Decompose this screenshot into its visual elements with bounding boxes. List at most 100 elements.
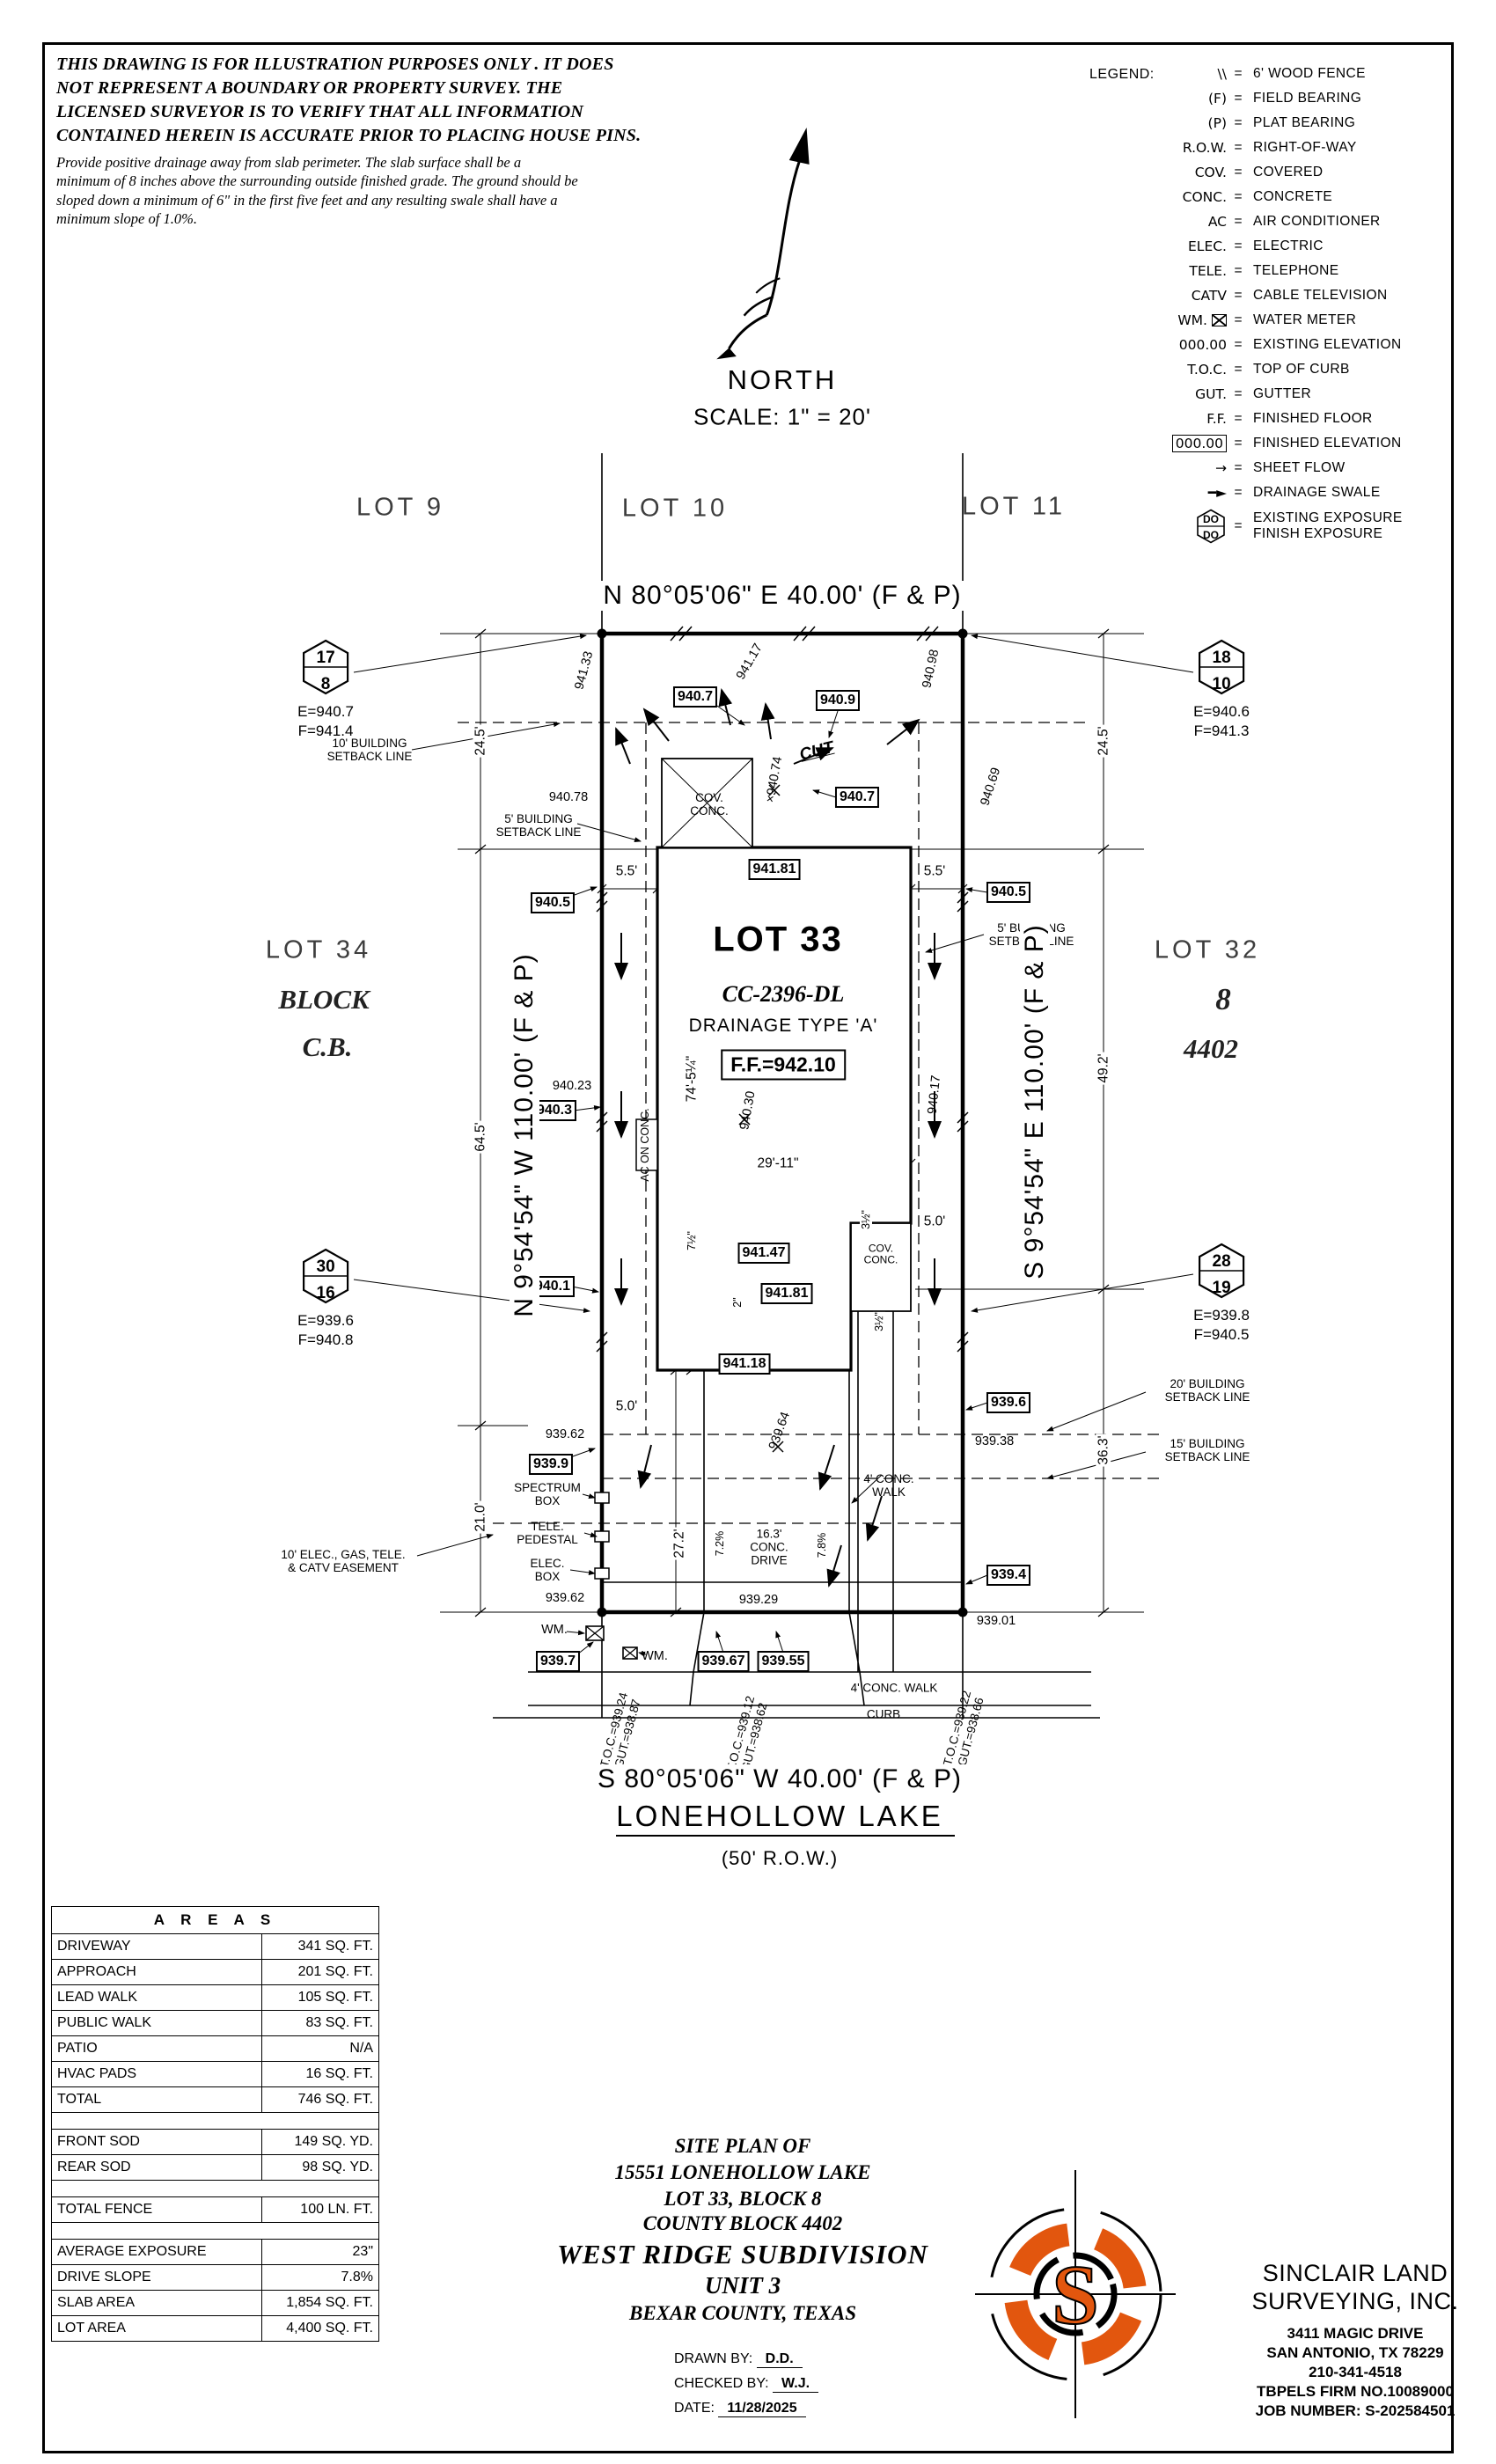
- legend-exposure-desc: EXISTING EXPOSURE FINISH EXPOSURE: [1253, 510, 1403, 541]
- exposure-hexagon-icon: DO DO: [1197, 509, 1225, 544]
- logo-inner-ring: [1033, 2252, 1118, 2336]
- svg-text:17: 17: [316, 649, 334, 667]
- tele-pedestal-symbol: [594, 1530, 610, 1543]
- existing-elevation: E=940.7: [297, 703, 354, 720]
- elec-box-symbol: [594, 1567, 610, 1580]
- legend-item: AC=AIR CONDITIONER: [1207, 214, 1381, 230]
- title-address: 15551 LONEHOLLOW LAKE: [614, 2161, 871, 2183]
- property-boundary: [599, 631, 965, 1615]
- legend-item: R.O.W.=RIGHT-OF-WAY: [1182, 140, 1357, 156]
- surveyor-firm-number: TBPELS FIRM NO.10089000: [1257, 2383, 1454, 2400]
- areas-table-header: A R E A S: [51, 1906, 379, 1934]
- water-meter-x: [585, 1625, 605, 1641]
- legend-item: (F)=FIELD BEARING: [1207, 91, 1362, 106]
- corner-pin: [597, 1607, 607, 1617]
- drawn-by-value: D.D.: [756, 2351, 803, 2368]
- bearing-west: N 9°54'54" W 110.00' (F & P): [510, 946, 539, 1324]
- svg-text:30: 30: [316, 1258, 334, 1276]
- extension-lines: [440, 633, 1144, 1613]
- svg-text:DO: DO: [1203, 513, 1219, 525]
- svg-text:18: 18: [1212, 649, 1230, 667]
- areas-row: [51, 2222, 379, 2240]
- north-arrow-icon: [716, 127, 810, 360]
- legend-item: \\=6' WOOD FENCE: [1217, 66, 1366, 82]
- lot-11-label: LOT 11: [961, 492, 1067, 521]
- legend-item: →=SHEET FLOW: [1215, 460, 1346, 476]
- disclaimer-paragraph-2: Provide positive drainage away from slab…: [56, 154, 578, 228]
- drawn-by-row: DRAWN BY: D.D.: [674, 2351, 803, 2368]
- scale-label: SCALE: 1" = 20': [693, 403, 871, 430]
- date-value: 11/28/2025: [718, 2401, 806, 2417]
- logo-outer-ring: [988, 2207, 1162, 2381]
- corner-pin: [597, 628, 607, 639]
- wood-fence-ticks: [596, 626, 969, 1353]
- svg-text:16: 16: [316, 1284, 334, 1302]
- svg-text:8: 8: [321, 675, 331, 693]
- svg-text:10: 10: [1212, 675, 1230, 693]
- checked-by-row: CHECKED BY: W.J.: [674, 2376, 819, 2393]
- legend-item: 000.00=EXISTING ELEVATION: [1178, 337, 1402, 353]
- rear-porch-hatch: [661, 758, 753, 848]
- lot-33-drainage-type: DRAINAGE TYPE 'A': [688, 1016, 878, 1036]
- title-county-block: COUNTY BLOCK 4402: [642, 2212, 843, 2234]
- svg-text:28: 28: [1212, 1252, 1230, 1271]
- surveyor-address-1: 3411 MAGIC DRIVE: [1287, 2325, 1424, 2342]
- legend: \\=6' WOOD FENCE (F)=FIELD BEARING (P)=PLA…: [1105, 62, 1403, 544]
- legend-item: WM.=WATER METER: [1177, 312, 1357, 328]
- legend-item: (P)=PLAT BEARING: [1207, 115, 1356, 131]
- title-unit: UNIT 3: [704, 2272, 781, 2299]
- street-name: LONEHOLLOW LAKE: [616, 1800, 943, 1832]
- title-subdivision: WEST RIDGE SUBDIVISION: [557, 2239, 928, 2270]
- street-row: (50' R.O.W.): [721, 1847, 839, 1869]
- existing-elevation: E=940.6: [1193, 703, 1250, 720]
- adjacent-lot-right-label: LOT 32: [1154, 935, 1261, 964]
- disclaimer-paragraph-1: THIS DRAWING IS FOR ILLUSTRATION PURPOSE…: [56, 55, 642, 145]
- bearing-south: S 80°05'06" W 40.00' (F & P): [590, 1764, 969, 1794]
- front-covered-concrete: [850, 1222, 912, 1312]
- checked-by-value: W.J.: [773, 2376, 819, 2393]
- svg-text:DO: DO: [1203, 529, 1219, 541]
- areas-row: [51, 2112, 379, 2130]
- walks-drive-curb: [493, 1311, 1100, 1719]
- finished-floor-elevation: F.F.=942.10: [721, 1049, 846, 1081]
- finish-elevation: F=941.3: [1193, 722, 1250, 740]
- finish-elevation: F=940.8: [297, 1331, 354, 1349]
- north-label: NORTH: [727, 364, 838, 395]
- existing-elevation: E=939.8: [1193, 1307, 1250, 1324]
- surveyor-logo: S: [975, 2170, 1176, 2418]
- surveyor-job-number: JOB NUMBER: S-202584501: [1255, 2402, 1456, 2419]
- surveyor-name-line-1: SINCLAIR LAND: [1262, 2260, 1448, 2286]
- spot-elevation-marks: [738, 784, 784, 1453]
- sheet-border: [42, 42, 1454, 2453]
- legend-item: F.F.=FINISHED FLOOR: [1206, 411, 1373, 427]
- existing-elevation: E=939.6: [297, 1312, 354, 1329]
- surveyor-name-line-2: SURVEYING, INC.: [1251, 2288, 1459, 2314]
- surveyor-phone: 210-341-4518: [1309, 2364, 1402, 2380]
- title-lot-block: LOT 33, BLOCK 8: [664, 2188, 822, 2210]
- title-site-plan-of: SITE PLAN OF: [674, 2135, 811, 2157]
- logo-letter-s: S: [1052, 2248, 1098, 2342]
- lot-33-title: LOT 33: [713, 920, 843, 959]
- legend-title: LEGEND:: [1089, 67, 1155, 82]
- legend-rows: \\=6' WOOD FENCE (F)=FIELD BEARING (P)=PLA…: [1105, 62, 1403, 505]
